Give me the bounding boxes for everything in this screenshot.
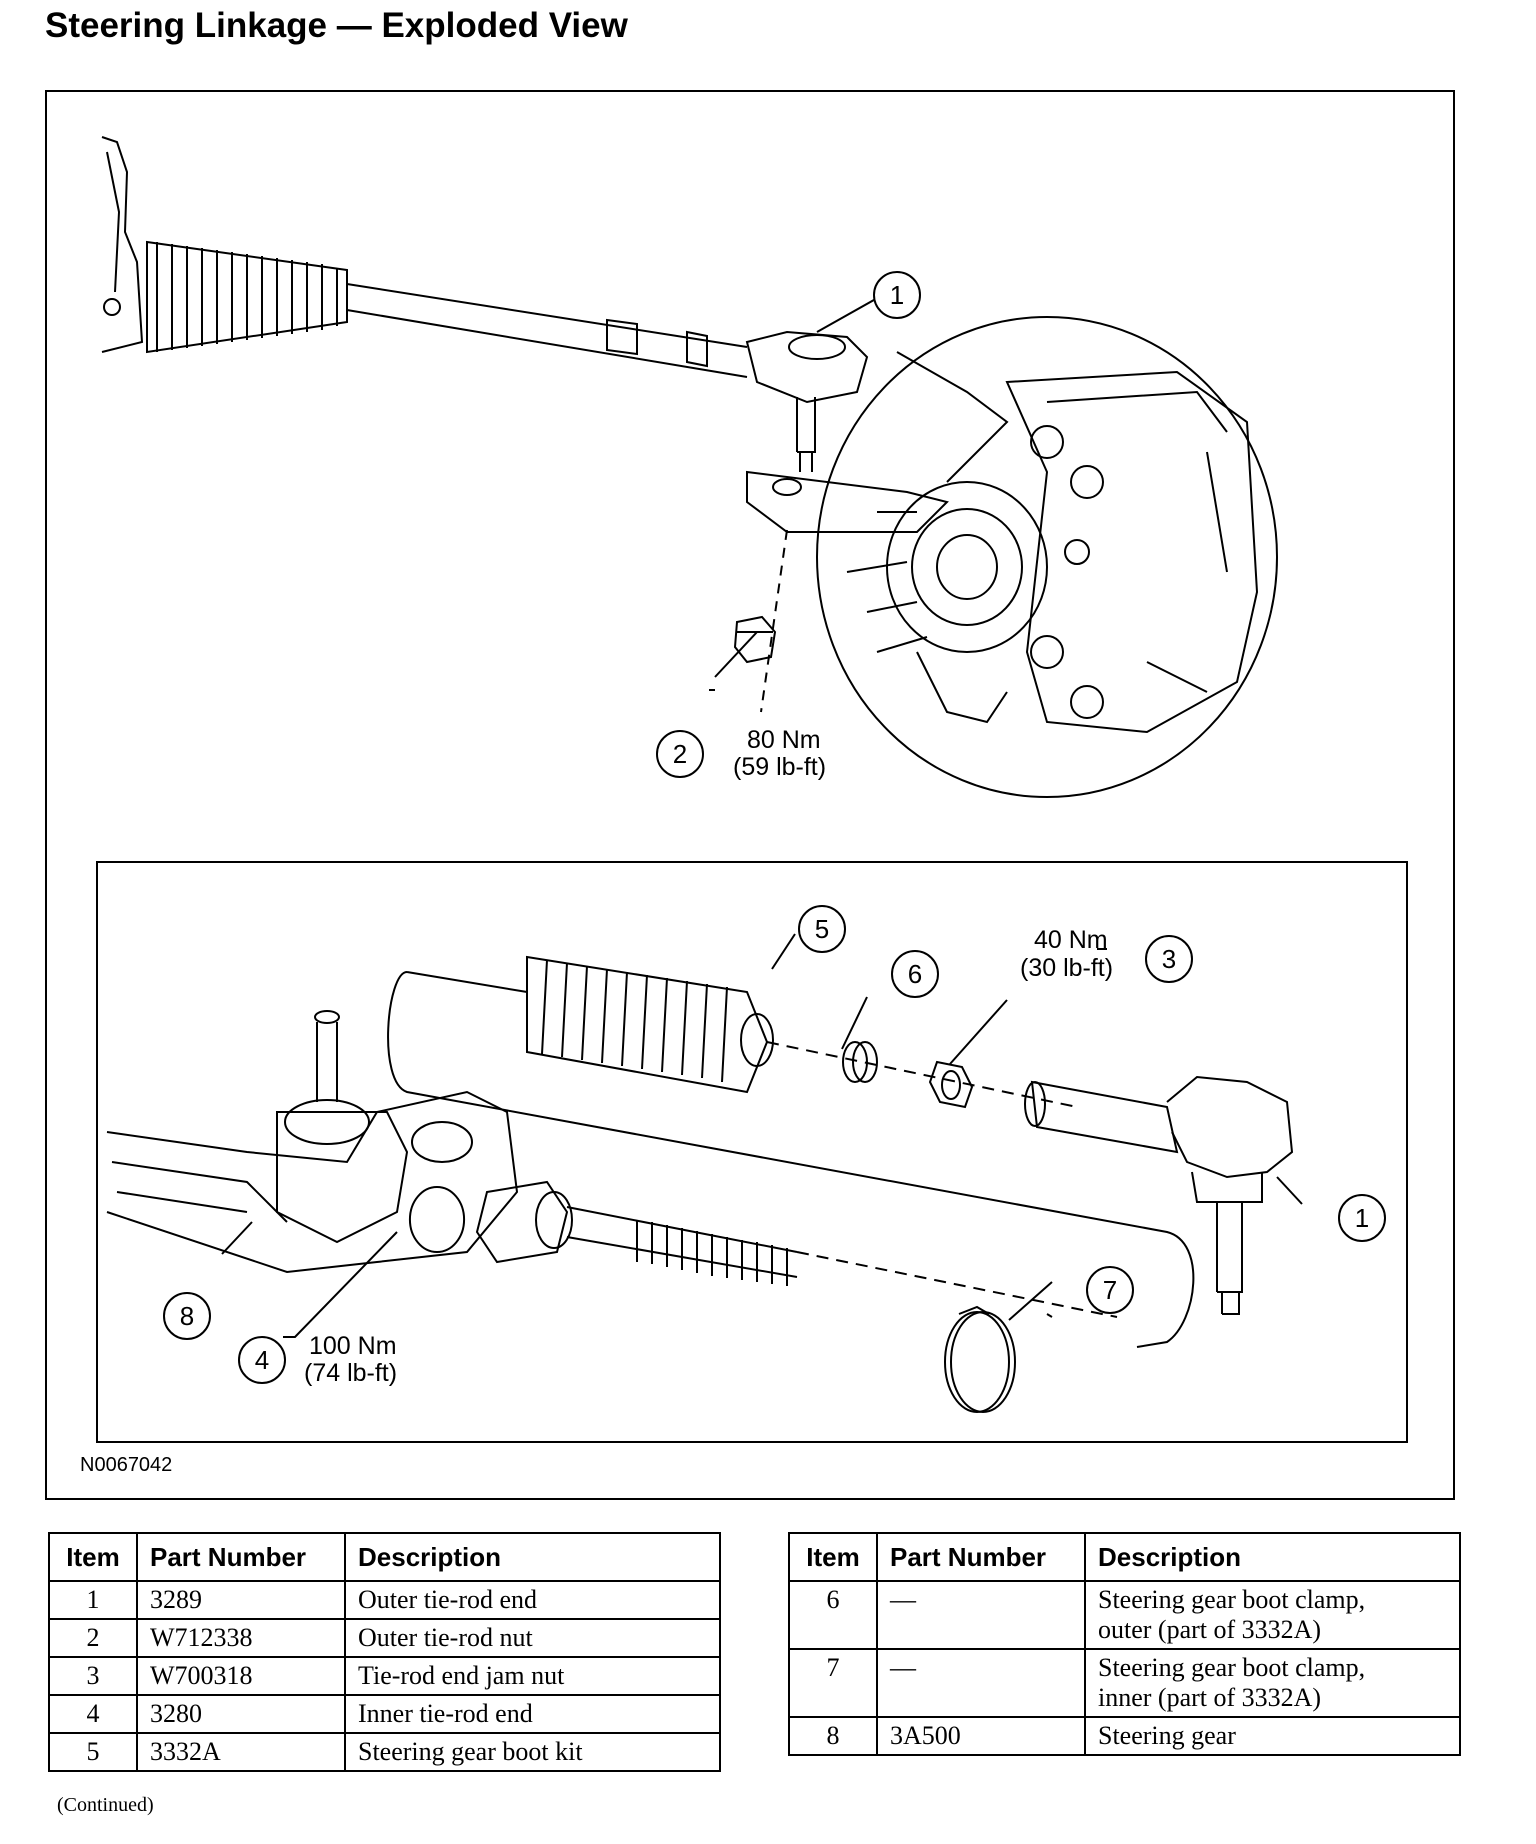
callout-1-lower-label: 1 [1355,1203,1369,1233]
table-row: 6 — Steering gear boot clamp, outer (par… [788,1580,1461,1650]
torque-2-nm: 80 Nm [747,726,821,754]
callout-2-label: 2 [673,739,687,769]
figure-code: N0067042 [80,1454,173,1476]
row-item: 3 [48,1656,138,1696]
row-description: Steering gear boot clamp, inner (part of… [1084,1648,1461,1718]
row-description: Outer tie-rod end [344,1580,721,1620]
row-part-number: — [876,1580,1086,1650]
outer-tie-rod-nut [733,529,788,713]
header-description: Description [1084,1532,1461,1582]
row-item: 2 [48,1618,138,1658]
callout-7-label: 7 [1103,1275,1117,1305]
header-item: Item [48,1532,138,1582]
torque-2-lbft: (59 lb-ft) [733,753,826,781]
row-description: Inner tie-rod end [344,1694,721,1734]
steering-boot-upper [146,240,348,354]
callout-5 [798,905,846,953]
continued-note: (Continued) [57,1794,154,1816]
header-description: Description [344,1532,721,1582]
header-part-number: Part Number [876,1532,1086,1582]
tie-rod-upper [346,283,748,378]
row-description-line: Steering gear boot clamp, [1098,1585,1366,1614]
parts-table-left: Item Part Number Description 1 3289 Oute… [48,1532,721,1772]
table-header-row: Item Part Number Description [788,1532,1461,1582]
parts-table-right: Item Part Number Description 6 — Steerin… [788,1532,1461,1756]
header-part-number: Part Number [136,1532,346,1582]
steering-gear-boot-lower [526,955,1078,1108]
table-row: 4 3280 Inner tie-rod end [48,1694,721,1734]
tie-rod-jam-nut [928,1060,974,1109]
boot-assembly-path [387,971,1195,1348]
row-description-line: outer (part of 3332A) [1098,1615,1322,1644]
row-part-number: W700318 [136,1656,346,1696]
outer-tie-rod-end-upper [745,330,869,472]
callout-5-label: 5 [815,914,829,944]
row-item: 4 [48,1694,138,1734]
page-title: Steering Linkage — Exploded View [45,6,628,45]
row-part-number: 3280 [136,1694,346,1734]
torque-4-lbft: (74 lb-ft) [304,1359,397,1387]
torque-4-nm: 100 Nm [309,1332,397,1360]
row-item: 5 [48,1732,138,1772]
exploded-view-figure: 1 2 3 4 5 6 7 8 1 80 Nm (59 lb-ft) 40 Nm… [45,90,1455,1500]
callout-1-upper-label: 1 [890,280,904,310]
callout-8-label: 8 [180,1301,194,1331]
row-description: Steering gear [1084,1716,1461,1756]
callout-4 [238,1336,286,1384]
row-description: Outer tie-rod nut [344,1618,721,1658]
row-part-number: — [876,1648,1086,1718]
row-item: 7 [788,1648,878,1718]
table-row: 2 W712338 Outer tie-rod nut [48,1618,721,1658]
row-item: 1 [48,1580,138,1620]
callout-1-upper [873,271,921,319]
boot-clamp-outer [842,1041,878,1083]
table-header-row: Item Part Number Description [48,1532,721,1582]
row-part-number: W712338 [136,1618,346,1658]
row-part-number: 3289 [136,1580,346,1620]
table-row: 5 3332A Steering gear boot kit [48,1732,721,1772]
callout-6 [891,950,939,998]
row-item: 6 [788,1580,878,1650]
callout-7 [1086,1266,1134,1314]
callout-2 [656,730,704,778]
table-row: 7 — Steering gear boot clamp, inner (par… [788,1648,1461,1718]
row-part-number: 3332A [136,1732,346,1772]
outer-tie-rod-end-lower [1024,1075,1294,1315]
steering-knuckle-and-rotor [746,316,1278,798]
lower-inset-frame [96,861,1408,1443]
steering-gear-lower [106,1010,519,1274]
exploded-view-illustration: 1 2 3 4 5 6 7 8 1 80 Nm (59 lb-ft) 40 Nm… [96,136,1408,1443]
row-description: Steering gear boot kit [344,1732,721,1772]
callout-1-lower [1338,1194,1386,1242]
header-item: Item [788,1532,878,1582]
row-item: 8 [788,1716,878,1756]
boot-clamp-inner [944,1305,1016,1413]
callout-3 [1145,935,1193,983]
row-part-number: 3A500 [876,1716,1086,1756]
row-description: Tie-rod end jam nut [344,1656,721,1696]
row-description: Steering gear boot clamp, outer (part of… [1084,1580,1461,1650]
callout-4-label: 4 [255,1345,269,1375]
row-description-line: Steering gear boot clamp, [1098,1653,1366,1682]
callout-3-label: 3 [1162,944,1176,974]
rack-housing-upper [101,136,144,353]
torque-3-lbft: (30 lb-ft) [1020,954,1113,982]
row-description-line: inner (part of 3332A) [1098,1683,1322,1712]
table-row: 8 3A500 Steering gear [788,1716,1461,1756]
table-row: 3 W700318 Tie-rod end jam nut [48,1656,721,1696]
torque-3-nm: 40 Nm [1034,926,1108,954]
inner-tie-rod-end-lower [475,1180,1118,1318]
callout-8 [163,1292,211,1340]
callout-6-label: 6 [908,959,922,989]
table-row: 1 3289 Outer tie-rod end [48,1580,721,1620]
